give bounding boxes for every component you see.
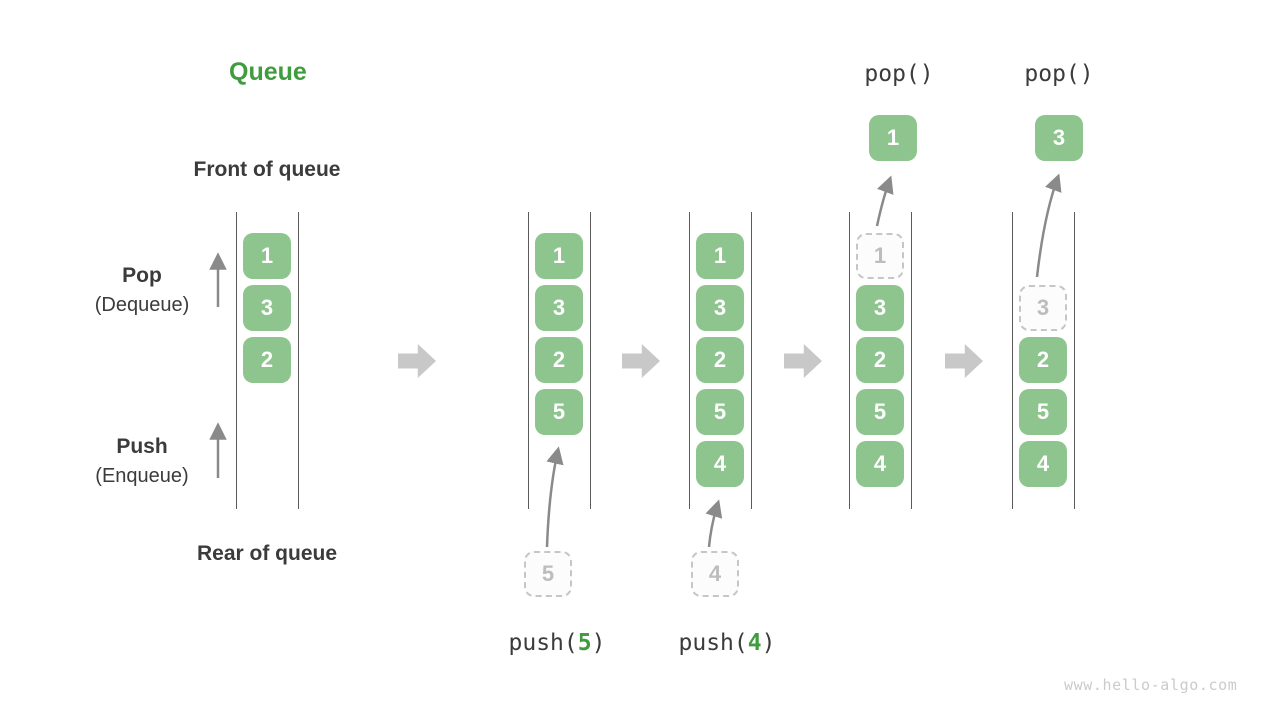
queue-slot: 1 [535,233,583,279]
incoming-value-box: 4 [691,551,739,597]
queue-slot: 4 [696,441,744,487]
watermark: www.hello-algo.com [1064,676,1238,694]
queue-slot-empty [1019,233,1067,279]
push-call-label: push(5) [507,630,607,656]
queue-slot: 2 [243,337,291,383]
queue-slot: 1 [243,233,291,279]
queue-slot: 4 [856,441,904,487]
queue-slot: 3 [696,285,744,331]
queue-state-3: 1 3 2 5 4 [689,212,752,509]
queue-state-2: 1 3 2 5 [528,212,591,509]
step-arrow-icon [784,344,822,378]
push-call-pre: push( [508,630,578,656]
queue-slot: 5 [696,389,744,435]
queue-state-4: 1 3 2 5 4 [849,212,912,509]
incoming-value-box: 5 [524,551,572,597]
push-call-arg: 5 [577,630,592,656]
queue-slot-empty [243,441,291,487]
push-label: Push [116,435,168,458]
queue-slot: 5 [856,389,904,435]
queue-state-5: 3 2 5 4 [1012,212,1075,509]
queue-slot: 3 [535,285,583,331]
queue-slot: 1 [696,233,744,279]
popped-value-box: 1 [869,115,917,161]
step-arrow-icon [945,344,983,378]
queue-state-1: 1 3 2 [236,212,299,509]
push-call-pre: push( [678,630,748,656]
popped-value-box: 3 [1035,115,1083,161]
pop-call-label: pop() [1024,61,1094,87]
push-call-label: push(4) [677,630,777,656]
push-label-group: Push (Enqueue) [84,432,200,490]
queue-slot: 3 [856,285,904,331]
queue-slot: 2 [696,337,744,383]
queue-slot-popped: 3 [1019,285,1067,331]
push-call-post: ) [761,630,776,656]
queue-slot-popped: 1 [856,233,904,279]
rear-of-queue-label: Rear of queue [196,542,338,565]
queue-slot: 5 [1019,389,1067,435]
dequeue-alias-label: (Dequeue) [94,294,190,316]
step-arrow-icon [622,344,660,378]
queue-slot: 4 [1019,441,1067,487]
diagram-title: Queue [229,58,307,86]
queue-slot: 5 [535,389,583,435]
step-arrow-icon [398,344,436,378]
queue-slot: 2 [856,337,904,383]
queue-slot: 3 [243,285,291,331]
pop-label-group: Pop (Dequeue) [84,261,200,319]
front-of-queue-label: Front of queue [193,158,341,181]
pop-label: Pop [122,264,162,287]
queue-slot: 2 [1019,337,1067,383]
queue-slot-empty [535,441,583,487]
enqueue-alias-label: (Enqueue) [95,465,189,487]
queue-slot-empty [243,389,291,435]
queue-slot: 2 [535,337,583,383]
push-call-arg: 4 [747,630,762,656]
pop-call-label: pop() [864,61,934,87]
push-call-post: ) [591,630,606,656]
push-4-arrow [705,499,723,548]
